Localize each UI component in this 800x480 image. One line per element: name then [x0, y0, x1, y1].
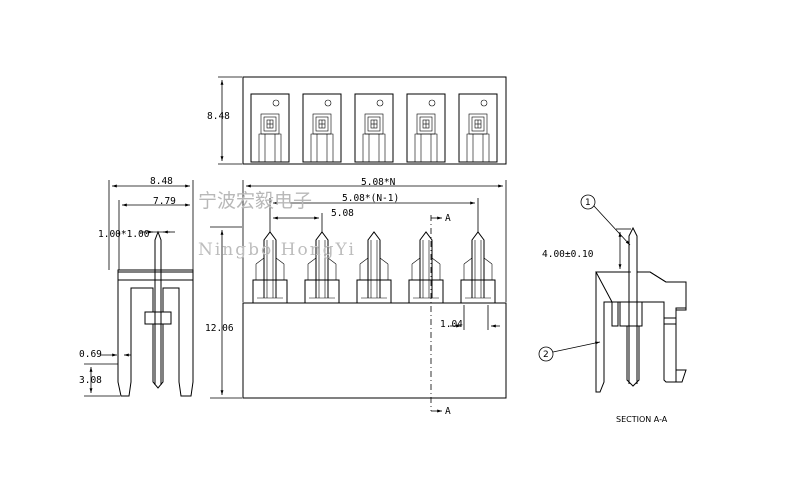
side-inner-block [144, 311, 172, 325]
side-tail-dim: 3.08 [79, 375, 102, 386]
watermark-cn: 宁波宏毅电子 [198, 190, 312, 212]
front-pin [460, 231, 496, 304]
section-pin-block [619, 301, 643, 327]
section-pin-height-dim: 4.00±0.10 [542, 249, 594, 260]
section-view: 4.00±0.10 1 2 SECTION A-A [538, 194, 687, 424]
side-pin [154, 230, 162, 385]
section-caption: SECTION A-A [616, 415, 668, 424]
section-marker-bottom: A [445, 406, 451, 417]
top-pin-pocket [354, 93, 394, 163]
front-view: 5.08*N 5.08*(N-1) 5.08 12.06 1.04 A A [205, 177, 507, 417]
top-height-dim: 8.48 [207, 111, 230, 122]
section-hatched-right [663, 317, 677, 383]
side-width-dim: 8.48 [150, 176, 173, 187]
top-pin-pocket [250, 93, 290, 163]
front-body [242, 302, 507, 399]
top-pin-pocket [458, 93, 498, 163]
front-pin [408, 231, 444, 304]
front-total-dim: 5.08*N [361, 177, 396, 188]
side-left-wall [117, 280, 154, 397]
front-pin [252, 231, 288, 304]
section-pin [628, 226, 638, 384]
section-hatched-body [595, 271, 687, 393]
side-pin-dim: 1.00*1.00 [98, 229, 150, 240]
front-pitch-dim: 5.08 [331, 208, 354, 219]
top-pin-pocket [302, 93, 342, 163]
side-view: 8.48 7.79 1.00*1.00 0.69 3.08 [79, 176, 194, 397]
svg-text:2: 2 [543, 350, 549, 360]
front-gap-dim: 1.04 [440, 319, 463, 330]
callout-1 [580, 194, 596, 210]
side-inner-dim: 7.79 [153, 196, 176, 207]
svg-text:1: 1 [585, 198, 591, 208]
section-marker-top: A [445, 213, 451, 224]
side-offset-dim: 0.69 [79, 349, 102, 360]
top-view-outline [242, 76, 507, 165]
top-view: 8.48 [207, 76, 507, 165]
front-span-dim: 5.08*(N-1) [342, 193, 399, 204]
front-height-dim: 12.06 [205, 323, 234, 334]
callout-2 [538, 346, 554, 362]
top-view-pins [250, 93, 498, 163]
watermark-en: Ningbo HongYi [198, 240, 356, 260]
side-right-wall [162, 280, 194, 397]
front-pin [356, 231, 392, 304]
top-pin-pocket [406, 93, 446, 163]
